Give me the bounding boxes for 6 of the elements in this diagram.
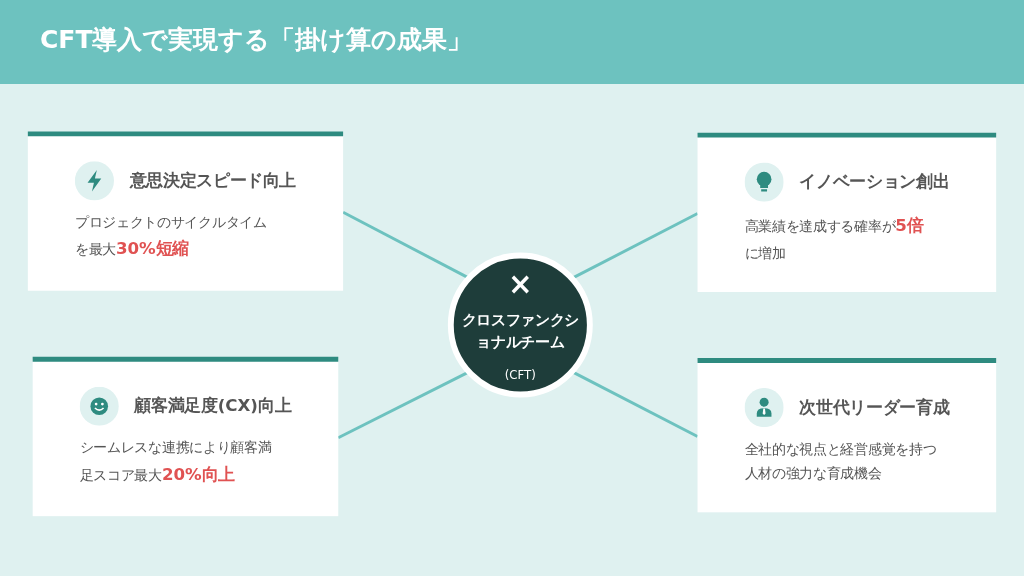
node-circle: × クロスファンクショナルチーム (CFT) <box>447 252 593 398</box>
node-box: イノベーション創出 高業績を達成する確率が5倍に増加 <box>695 132 999 295</box>
title: CFT導入で実現する「掛け算の成果」 <box>40 24 473 56</box>
node-box: 顧客満足度(CX)向上 シームレスな連携により顧客満足スコア最大20%向上 <box>30 356 341 519</box>
node-box: 意思決定スピード向上 プロジェクトのサイクルタイムを最大30%短縮 <box>25 131 346 294</box>
node-box: 次世代リーダー育成 全社的な視点と経営感覚を持つ人材の強力な育成機会 <box>695 358 999 515</box>
